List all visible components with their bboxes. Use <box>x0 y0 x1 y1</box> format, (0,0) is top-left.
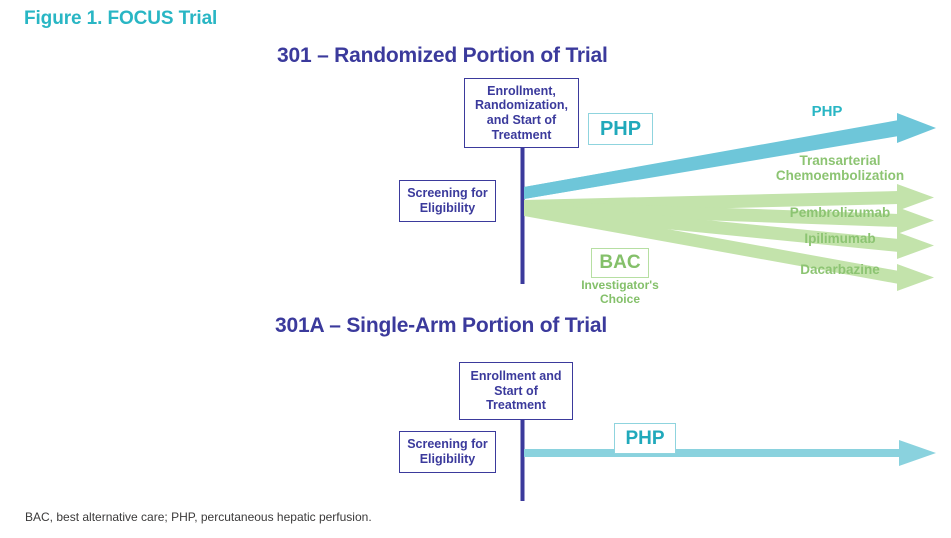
box-screening-eligibility-301a: Screening for Eligibility <box>399 431 496 473</box>
arm-label-php-301: PHP <box>811 103 843 120</box>
box-line: Enrollment, <box>487 83 556 98</box>
bac-subtitle-line: Choice <box>599 291 640 306</box>
arrow-head-php-301 <box>897 113 936 143</box>
bac-subtitle-line: Investigator's <box>581 278 659 292</box>
bac-treatment-label-box-301: BAC <box>591 248 649 278</box>
box-line: Randomization, <box>474 98 569 113</box>
box-line: Eligibility <box>419 201 476 215</box>
bac-subtitle-investigators-choice: Investigator's Choice <box>566 278 674 307</box>
arm-label-line: Transarterial <box>799 153 881 168</box>
figure-footnote: BAC, best alternative care; PHP, percuta… <box>25 510 372 524</box>
php-treatment-label-box-301a: PHP <box>614 423 676 454</box>
box-line: Treatment <box>486 398 546 413</box>
box-line: Screening for <box>407 437 488 452</box>
arm-label-pembrolizumab-301: Pembrolizumab <box>789 205 891 220</box>
box-enrollment-randomization-301: Enrollment, Randomization, and Start of … <box>464 78 579 148</box>
section-heading-301: 301 – Randomized Portion of Trial <box>277 44 608 67</box>
box-line: Screening for <box>407 186 488 201</box>
php-treatment-label-box-301: PHP <box>588 113 653 145</box>
box-enrollment-start-treatment-301a: Enrollment and Start of Treatment <box>459 362 573 420</box>
arm-label-line: Chemoembolization <box>775 168 905 184</box>
box-line: Eligibility <box>419 452 476 466</box>
box-line: and Start of <box>486 113 557 127</box>
arm-label-transarterial-chemoembolization-301: Transarterial Chemoembolization <box>740 153 940 183</box>
section-heading-301a: 301A – Single-Arm Portion of Trial <box>275 314 607 337</box>
box-line: Enrollment and <box>470 368 562 383</box>
arm-label-ipilimumab-301: Ipilimumab <box>804 231 876 246</box>
box-line: Treatment <box>491 127 552 142</box>
arm-label-dacarbazine-301: Dacarbazine <box>800 262 880 277</box>
arrow-head-php-301a <box>899 440 936 466</box>
arm-band-php-301a <box>524 449 902 457</box>
box-screening-eligibility-301: Screening for Eligibility <box>399 180 496 222</box>
box-line: Start of <box>494 383 538 398</box>
page-title: Figure 1. FOCUS Trial <box>24 8 218 29</box>
